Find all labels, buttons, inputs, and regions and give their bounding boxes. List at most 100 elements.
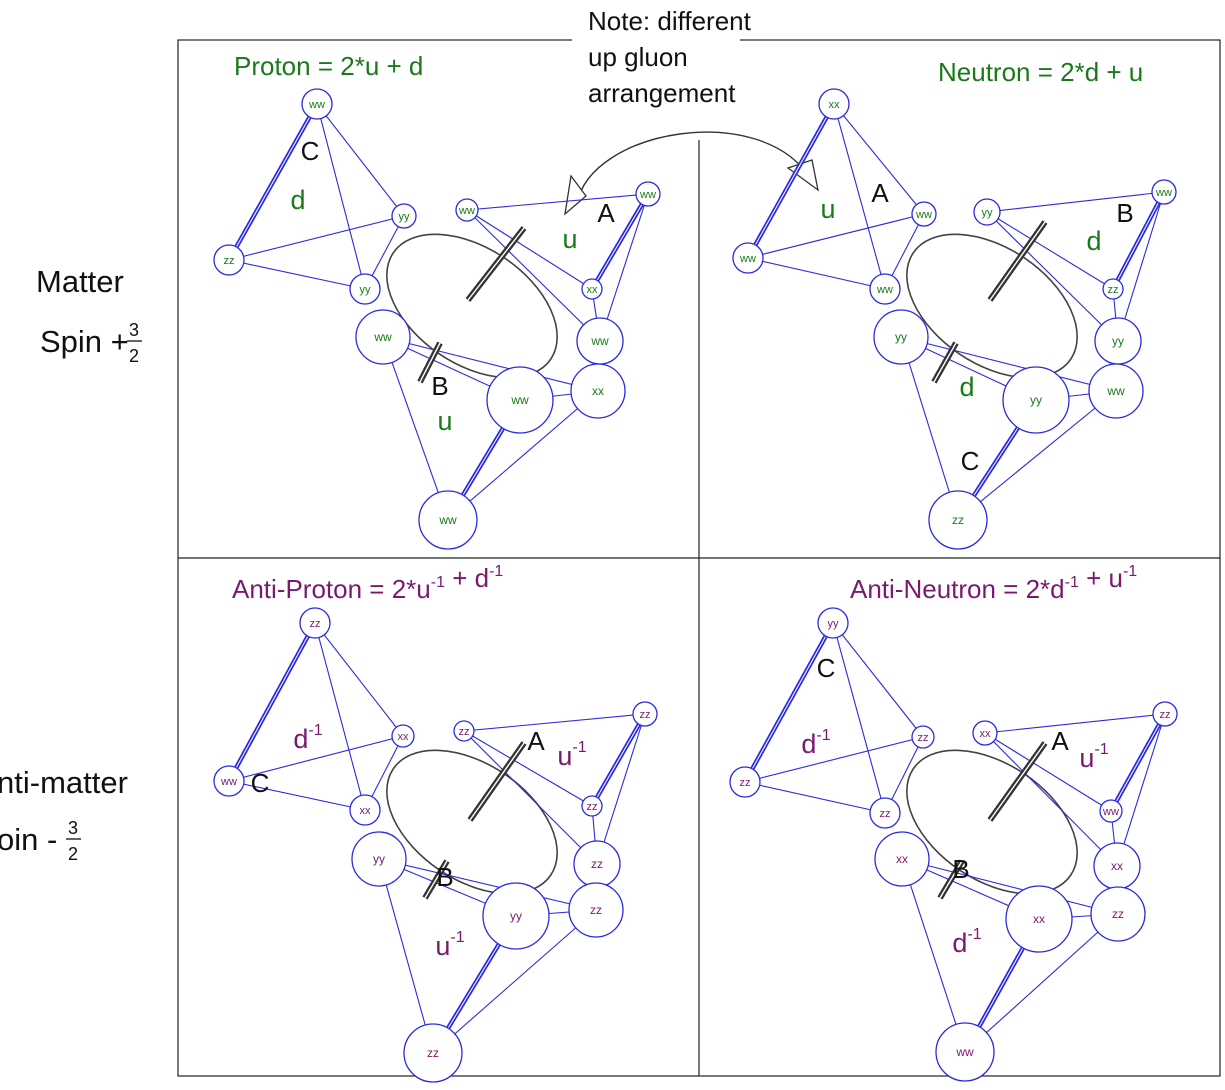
gluon-node-label: yy <box>828 618 840 630</box>
gluon-node-label: ww <box>915 209 932 221</box>
gluon-node-circle <box>874 831 930 887</box>
gluon-node: xx <box>570 363 626 419</box>
gluon-node-label: ww <box>438 513 457 527</box>
gluon-node: xx <box>581 278 603 300</box>
gluon-node-circle <box>1002 366 1070 434</box>
gluon-node-circle <box>817 607 849 639</box>
spin-axis-core <box>469 742 525 821</box>
gluon-node-label: ww <box>510 393 529 407</box>
panel-neutron: Neutron = 2*d + uxxwwwwwwyywwzzyyyyyywwz… <box>732 57 1177 550</box>
gluon-node-label: zz <box>1160 709 1171 721</box>
gluon-edge <box>901 858 1119 915</box>
spin-axis-core <box>467 227 525 301</box>
gluon-edge <box>744 736 924 783</box>
gluon-node: yy <box>817 607 849 639</box>
gluon-node-label: ww <box>308 99 325 111</box>
gluon-node-circle <box>349 273 381 305</box>
gluon-node-circle <box>632 701 658 727</box>
spin-axis-tail-core <box>424 860 448 899</box>
gluon-edge <box>984 732 1112 812</box>
gluon-node-label: ww <box>639 189 656 201</box>
quark-letter: C <box>301 136 320 166</box>
quark-letter: A <box>597 198 615 228</box>
gluon-node: zz <box>403 1023 463 1083</box>
gluon-node: ww <box>213 765 245 797</box>
gluon-edge <box>378 858 434 1054</box>
gluon-node-label: zz <box>1108 284 1119 296</box>
quark-label: d <box>959 372 974 402</box>
gluon-node-circle <box>455 198 479 222</box>
quark-label: d-1 <box>801 727 830 759</box>
gluon-node-label: ww <box>1155 187 1172 199</box>
gluon-node: ww <box>935 1022 995 1082</box>
gluon-edge <box>463 713 646 732</box>
gluon-node: zz <box>1152 701 1178 727</box>
gluon-node-circle <box>729 766 761 798</box>
quark-label: u-1 <box>435 929 464 961</box>
gluon-node-label: yy <box>895 330 907 344</box>
gluon-node: ww <box>911 201 937 227</box>
gluon-node: zz <box>1090 886 1146 942</box>
gluon-node-circle <box>873 309 929 365</box>
gluon-node-circle <box>635 181 661 207</box>
gluon-edge <box>832 622 924 738</box>
gluon-edge <box>747 213 925 259</box>
gluon-node: ww <box>301 88 333 120</box>
gluon-edge <box>986 191 1165 213</box>
gluon-node-label: xx <box>360 805 372 817</box>
gluon-node-label: zz <box>590 903 602 917</box>
gluon-node: ww <box>869 273 901 305</box>
gluon-node: xx <box>818 88 850 120</box>
gluon-node-circle <box>1090 886 1146 942</box>
gluon-edge <box>964 913 1119 1053</box>
gluon-node: yy <box>873 309 929 365</box>
gluon-node: ww <box>355 309 411 365</box>
gluon-edge <box>957 390 1117 521</box>
gluon-node: ww <box>1151 179 1177 205</box>
gluon-node: ww <box>1088 363 1144 419</box>
gluon-node-circle <box>349 794 381 826</box>
panel-anti-proton: Anti-Proton = 2*u-1 + d-1zzwwxxxxzzzzzzz… <box>213 563 658 1083</box>
gluon-node-label: ww <box>458 205 475 217</box>
gluon-edge <box>314 622 366 811</box>
gluon-node: yy <box>391 203 417 229</box>
gluon-node: zz <box>632 701 658 727</box>
quark-letter: C <box>817 653 836 683</box>
gluon-node-circle <box>351 831 407 887</box>
gluon-node-circle <box>1102 278 1124 300</box>
gluon-node: yy <box>351 831 407 887</box>
gluon-node-label: ww <box>739 253 756 265</box>
panel-title: Anti-Proton = 2*u-1 + d-1 <box>232 563 503 604</box>
gluon-node: xx <box>349 794 381 826</box>
gluon-node-label: xx <box>587 284 599 296</box>
gluon-node: xx <box>1093 842 1141 890</box>
gluon-node: yy <box>349 273 381 305</box>
gluon-node-label: zz <box>310 618 321 630</box>
panel-proton: Proton = 2*u + dwwzzyyyywwwwxxwwwwwwxxww… <box>213 51 661 550</box>
gluon-edge <box>466 209 601 342</box>
spin-axis-tail-core <box>419 342 441 383</box>
gluon-node-circle <box>391 203 417 229</box>
gluon-edge <box>316 103 366 290</box>
quark-letter: C <box>251 768 270 798</box>
spin-axis-core <box>989 742 1046 821</box>
gluon-node-label: xx <box>896 852 908 866</box>
gluon-edge <box>432 909 597 1054</box>
quark-label: u-1 <box>1079 741 1108 773</box>
note-line-3: arrangement <box>588 78 736 108</box>
spin-ellipse <box>906 233 1078 379</box>
gluon-node-circle <box>732 242 764 274</box>
gluon-node-label: ww <box>373 330 392 344</box>
gluon-node-label: zz <box>640 709 651 721</box>
arrow-head-left <box>564 174 587 216</box>
gluon-edge <box>1117 191 1165 342</box>
gluon-edge <box>833 103 886 290</box>
gluon-node-label: yy <box>1030 393 1042 407</box>
gluon-edge <box>596 713 646 865</box>
gluon-node-circle <box>935 1022 995 1082</box>
spin-minus-frac-den: 2 <box>68 844 78 864</box>
gluon-node-circle <box>972 720 998 746</box>
gluon-edge <box>466 209 593 290</box>
gluon-node-label: xx <box>980 728 992 740</box>
gluon-node-circle <box>486 366 554 434</box>
